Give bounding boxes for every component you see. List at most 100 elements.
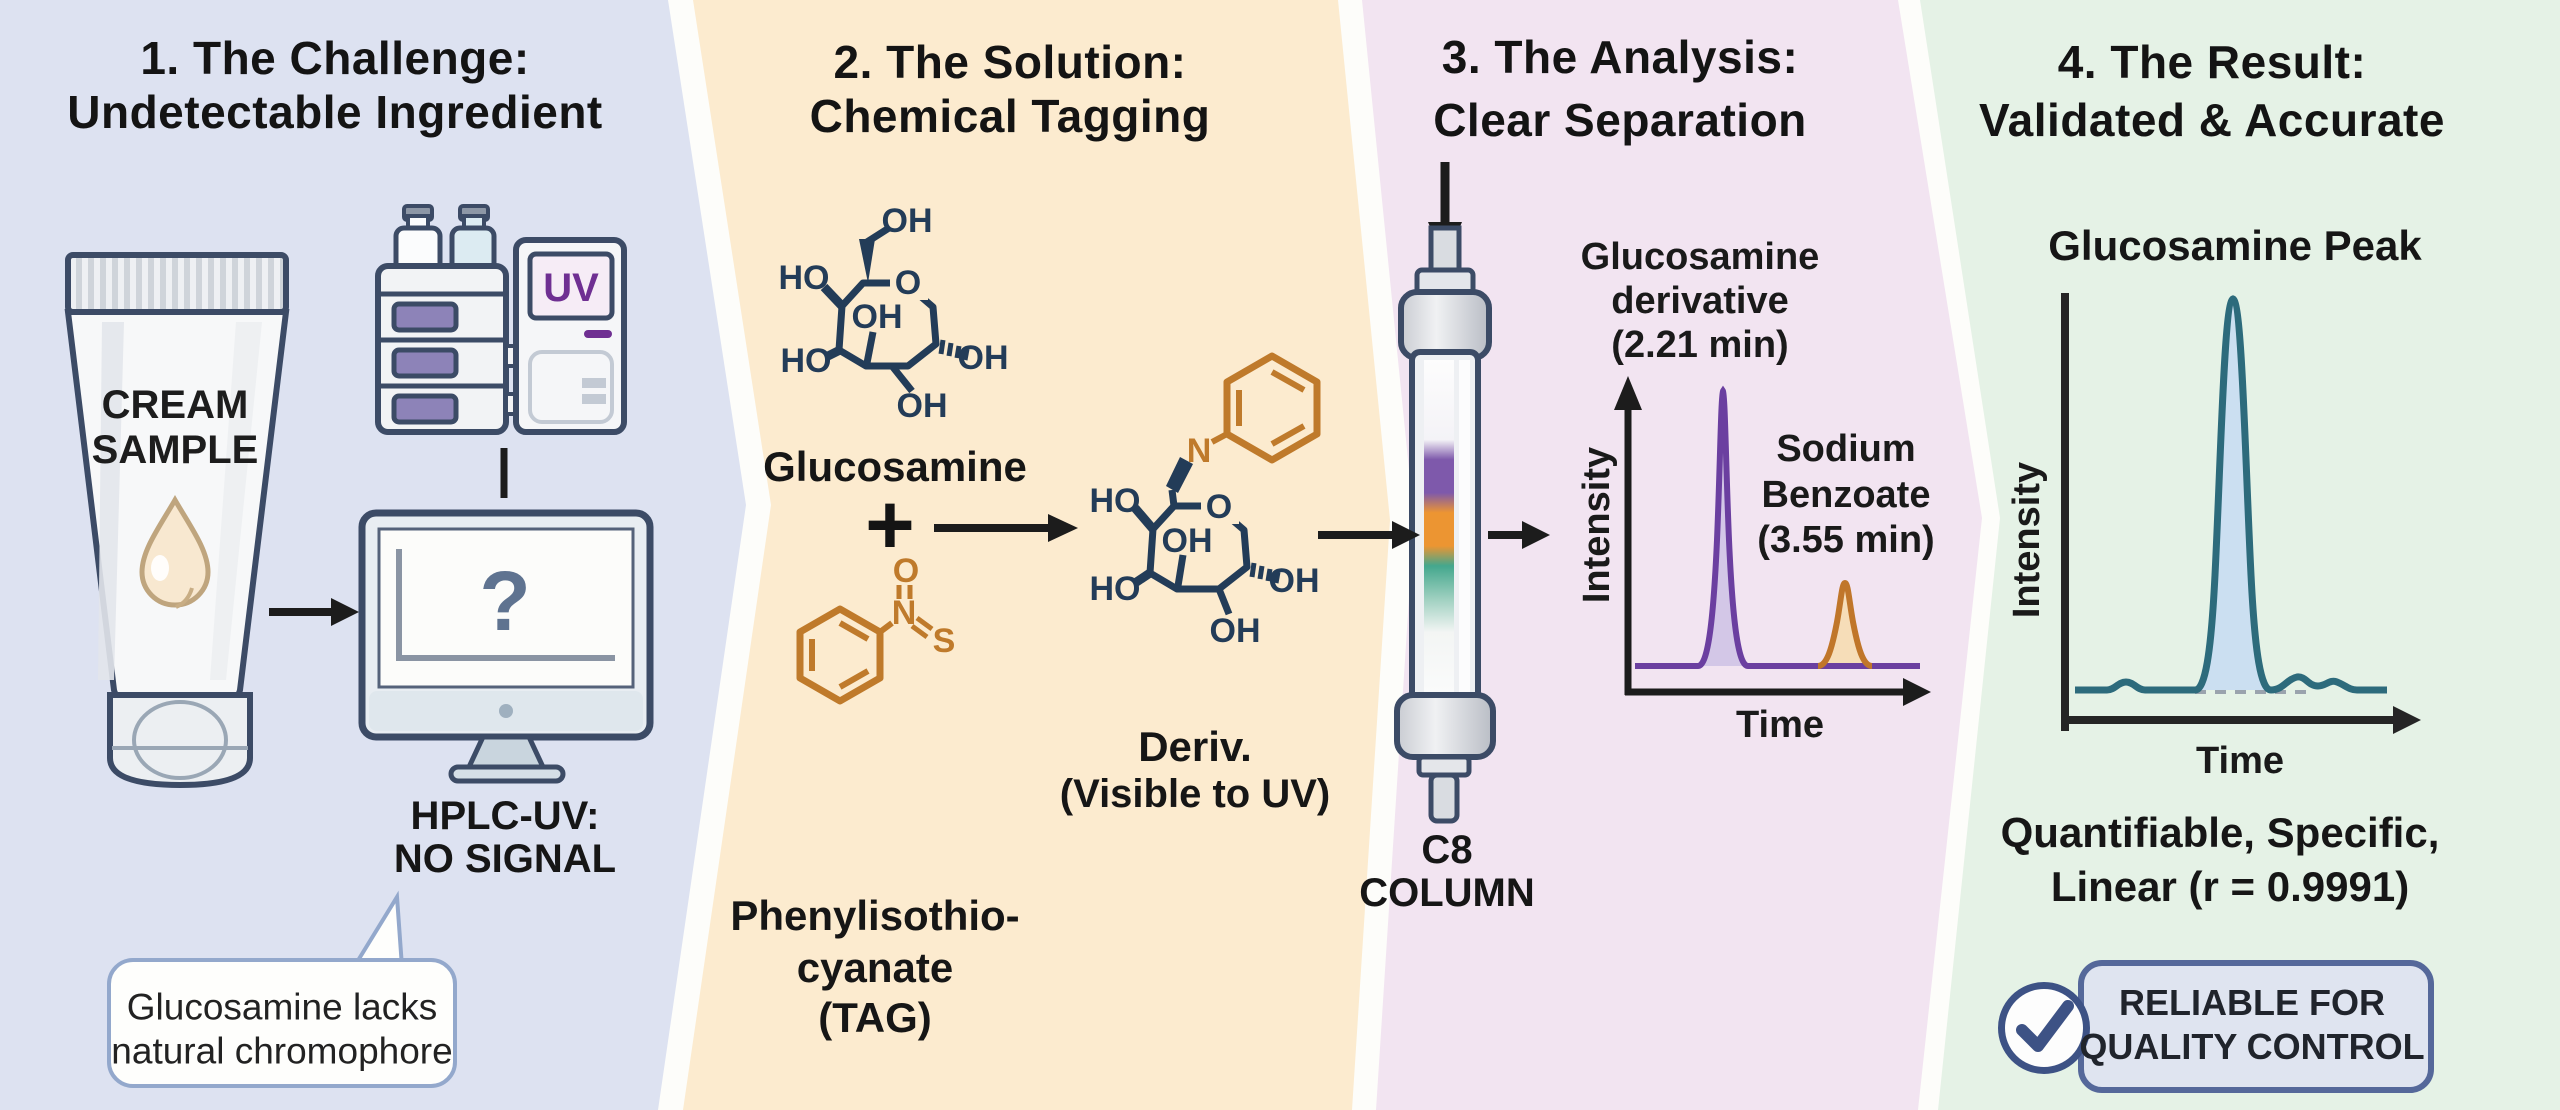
column-caption-line2: COLUMN <box>1359 871 1535 915</box>
deriv-caption-line1: Deriv. <box>1138 722 1252 770</box>
bond-ho-upper <box>820 283 846 310</box>
speech-bubble <box>107 958 457 1088</box>
panel1-title-line2: Undetectable Ingredient <box>67 85 603 138</box>
column-bottom-cap <box>1416 754 1472 778</box>
glucosamine-peak4-fill <box>2195 299 2271 690</box>
benzoate-peak-fill <box>1818 583 1872 666</box>
bond-ho-lower <box>823 345 843 362</box>
column-top-nut <box>1398 289 1492 361</box>
bond-ch2-oh <box>865 225 891 245</box>
plus-sign: + <box>865 477 915 573</box>
deriv-benzene-ring <box>1223 352 1321 464</box>
column-caption-line1: C8 <box>1421 828 1473 872</box>
deriv-oh-inner: OH <box>1162 522 1213 560</box>
uv-lower-panel <box>528 350 614 424</box>
arrow-reaction <box>934 514 1078 542</box>
pitc-structure: N O S <box>796 552 956 705</box>
result-caption-line1: Quantifiable, Specific, <box>2000 808 2440 856</box>
hplc-instrument-illustration: UV <box>375 204 627 498</box>
atom-ho-upper-left: HO <box>779 259 830 297</box>
hash-bond-right <box>938 339 970 361</box>
module-display-3 <box>391 393 459 425</box>
cream-tube-illustration: CREAM SAMPLE <box>64 252 290 789</box>
deriv-ho-upper-left: HO <box>1090 482 1141 520</box>
panel1-caption-line1: HPLC-UV: <box>410 794 600 838</box>
deriv-oh-right: OH <box>1269 562 1320 600</box>
peak1-label-line1: Glucosamine <box>1580 236 1820 279</box>
pitc-caption-line2: cyanate <box>796 943 954 991</box>
atom-oh-bottom: OH <box>897 387 948 425</box>
pitc-sulfur: S <box>933 622 956 660</box>
uv-screen <box>527 251 615 321</box>
uv-vent-slot-1 <box>582 378 606 388</box>
wedge-bond-ch2oh <box>859 239 875 283</box>
bond-phenyl-n <box>1210 431 1229 445</box>
no-signal-question-mark: ? <box>479 554 530 648</box>
module-display-2 <box>391 347 459 379</box>
result-caption-line2: Linear (r = 0.9991) <box>2050 862 2410 910</box>
atom-oh-right: OH <box>958 339 1009 377</box>
tube-shade <box>210 322 262 680</box>
atom-oh-top: OH <box>882 202 933 240</box>
panel4-xlabel: Time <box>2195 740 2285 783</box>
bond-ring-n <box>878 620 894 635</box>
deriv-ring-o-mask <box>1201 490 1239 524</box>
result-chart-title: Glucosamine Peak <box>2048 221 2422 269</box>
deriv-oh-bottom: OH <box>1210 612 1261 650</box>
monitor-illustration: ? <box>358 509 654 784</box>
deriv-wedge-bond <box>1166 457 1193 493</box>
panel3-ylabel: Intensity <box>1576 446 1619 604</box>
arrow-into-column-head <box>1392 521 1420 549</box>
drop-detail <box>175 587 194 609</box>
double-bond-2 <box>838 620 870 642</box>
derivative-structure: N O HO HO OH OH OH <box>1090 352 1321 650</box>
peak1-label-line3: (2.21 min) <box>1611 324 1789 367</box>
y-axis-arrowhead <box>1614 376 1642 410</box>
panel3-title-line2: Clear Separation <box>1433 93 1807 146</box>
uv-screen-label: UV <box>543 266 599 310</box>
tube-highlight <box>98 322 124 680</box>
glucosamine-peak4-trace <box>2075 295 2387 694</box>
checkmark-circle <box>1998 982 2090 1074</box>
arrow-out-of-column-head <box>1522 521 1550 549</box>
deriv-ho-lower-left: HO <box>1090 570 1141 608</box>
column-glass-highlight <box>1459 360 1470 692</box>
drop-highlight <box>151 555 169 581</box>
bond-oh-bottom <box>889 363 915 394</box>
deriv-bond-ho-upper <box>1131 505 1157 532</box>
glucosamine-structure: O OH HO HO OH OH OH <box>779 202 1009 425</box>
deriv-bond-ho-lower <box>1132 569 1153 587</box>
monitor-camera-dot <box>499 704 513 718</box>
cap-ellipse-detail <box>132 700 228 780</box>
tube-crimp-cap <box>65 252 289 315</box>
column-separation-bands <box>1424 360 1454 692</box>
tube-label-line2: SAMPLE <box>92 428 259 472</box>
separation-chromatogram <box>1614 376 1931 706</box>
badge-text-line1: RELIABLE FOR <box>2119 982 2385 1024</box>
uv-indicator-dash <box>584 330 612 338</box>
n-s-double-bond-b <box>910 623 929 640</box>
deriv-bond-oh-inner <box>1174 554 1187 587</box>
pitc-caption-line1: Phenylisothio- <box>730 891 1020 939</box>
pitc-oxygen: O <box>893 552 919 590</box>
c8-column-illustration <box>1318 162 1550 824</box>
panel3-xlabel: Time <box>1735 704 1825 747</box>
peak1-label-line2: derivative <box>1611 280 1789 323</box>
panel4-title-line2: Validated & Accurate <box>1979 93 2445 146</box>
panel4-ylabel: Intensity <box>2006 461 2049 619</box>
bond-oh-inner <box>863 331 877 364</box>
panel1-title-line1: 1. The Challenge: <box>140 31 530 84</box>
uv-vent-slot-2 <box>582 394 606 404</box>
column-outlet-tube <box>1428 772 1460 824</box>
badge-text-line2: QUALITY CONTROL <box>2079 1026 2425 1068</box>
peak2-label-line3: (3.55 min) <box>1757 519 1935 562</box>
monitor-stand-base <box>448 764 566 784</box>
ring-o-mask <box>890 266 928 300</box>
checkmark-icon <box>2016 1000 2074 1052</box>
glucosamine-peak-fill <box>1698 391 1748 666</box>
tube-bottom-cap <box>107 692 253 789</box>
validated-peak-chart <box>2061 293 2421 734</box>
tube-label-line1: CREAM <box>102 383 249 427</box>
bubble-text-line1: Glucosamine lacks <box>126 986 438 1028</box>
